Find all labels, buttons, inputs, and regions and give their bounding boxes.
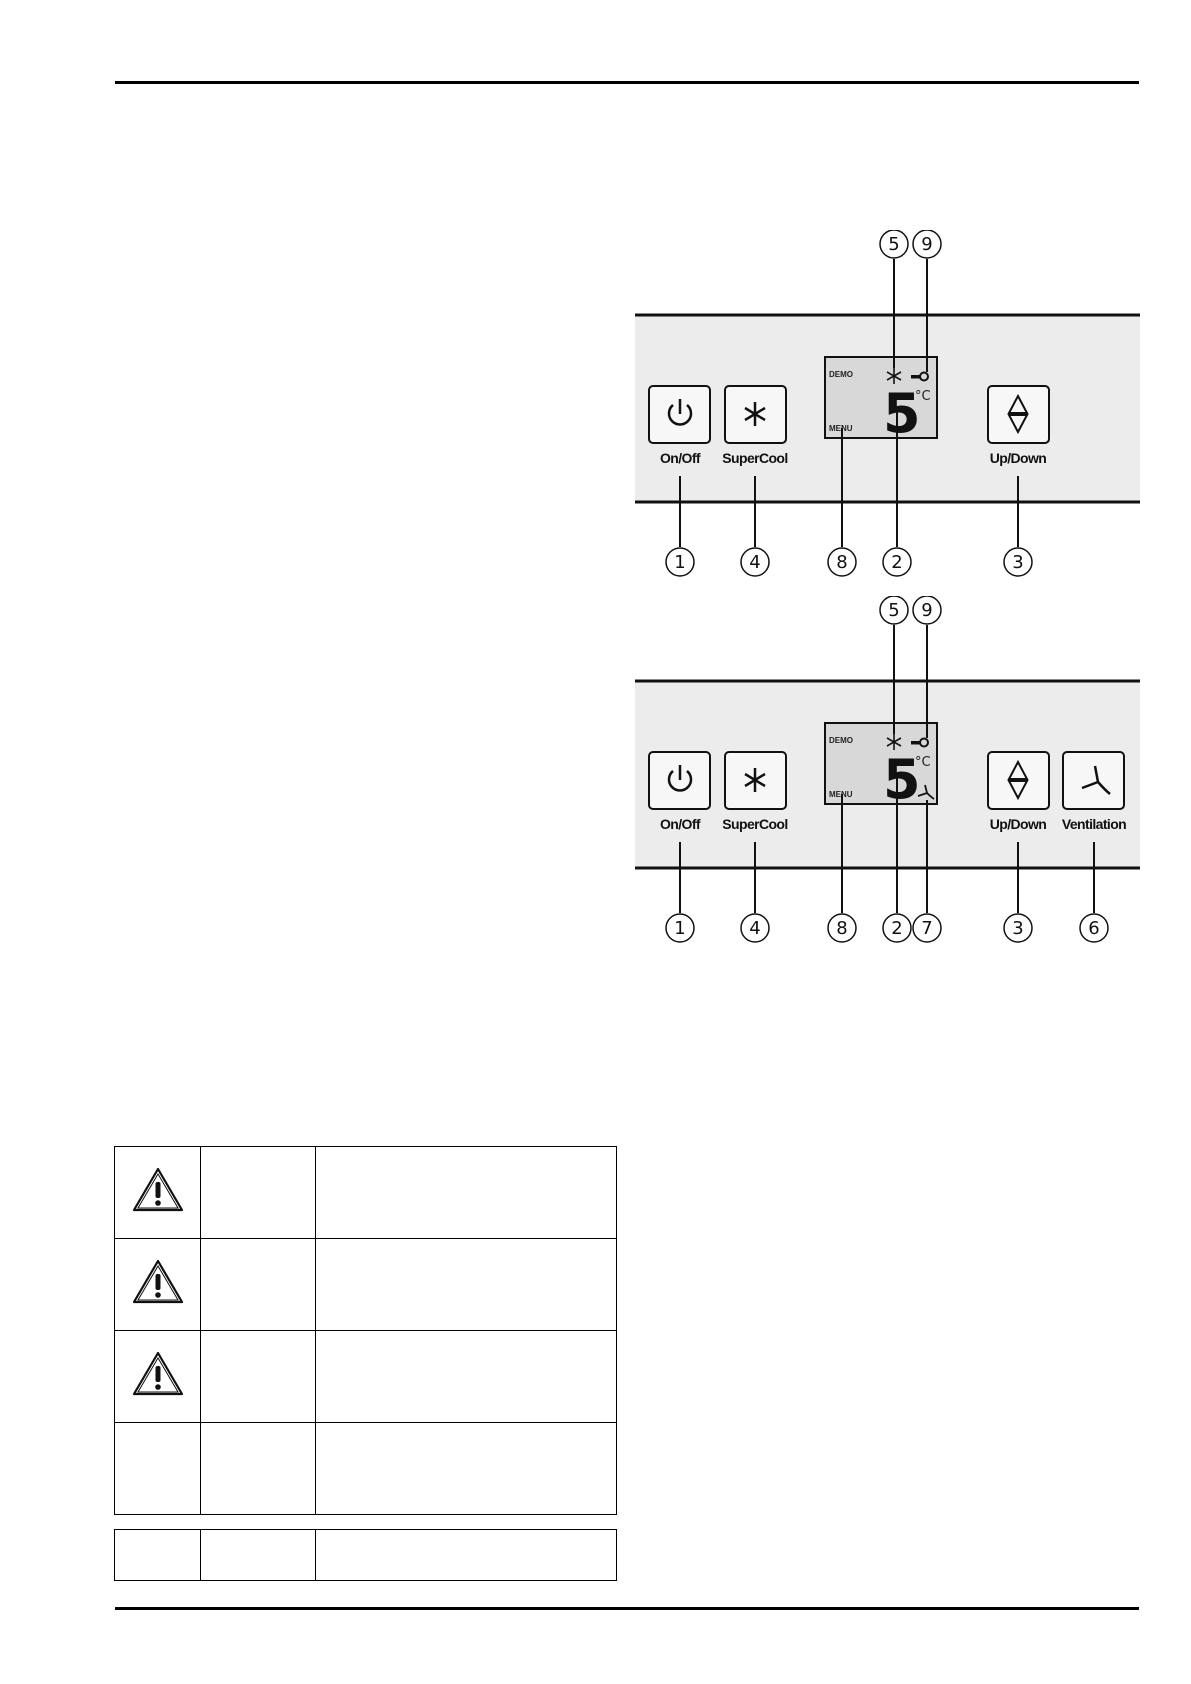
snowflake-icon <box>886 368 902 384</box>
callout-8: 8 <box>827 547 857 577</box>
power-icon <box>667 399 693 426</box>
ventilation-label: Ventilation <box>1062 816 1126 832</box>
svg-text:9: 9 <box>921 600 932 621</box>
callout-1: 1 <box>665 913 695 943</box>
callout-2: 2 <box>882 913 912 943</box>
svg-text:3: 3 <box>1012 552 1023 573</box>
callout-2: 2 <box>882 547 912 577</box>
warning-triangle-icon <box>132 1167 183 1212</box>
power-icon <box>667 765 693 792</box>
lcd-menu-label: MENU <box>829 424 853 433</box>
lcd-display: DEMO MENU 5 °C <box>824 722 938 811</box>
svg-text:1: 1 <box>674 552 685 573</box>
table-cell-signal-word <box>200 1529 316 1581</box>
svg-text:3: 3 <box>1012 918 1023 939</box>
on-off-label: On/Off <box>660 816 701 832</box>
table-cell-description <box>315 1238 617 1331</box>
table-cell-symbol <box>114 1330 201 1423</box>
svg-text:4: 4 <box>749 552 760 573</box>
lcd-demo-label: DEMO <box>829 370 853 379</box>
callout-5: 5 <box>879 596 909 625</box>
key-lock-icon <box>911 737 929 748</box>
temperature-digit: 5 <box>883 382 921 445</box>
callout-9: 9 <box>912 596 942 625</box>
table-row <box>114 1422 617 1515</box>
callout-4: 4 <box>740 547 770 577</box>
table-row <box>114 1529 617 1581</box>
fan-icon <box>917 784 935 800</box>
table-row <box>114 1238 617 1331</box>
svg-text:6: 6 <box>1088 918 1099 939</box>
hazard-symbols-table <box>114 1146 617 1515</box>
supercool-button[interactable] <box>724 385 787 444</box>
snowflake-icon <box>744 402 766 426</box>
on-off-button[interactable] <box>648 385 711 444</box>
table-cell-description <box>315 1422 617 1515</box>
callout-7: 7 <box>912 913 942 943</box>
table-cell-symbol <box>114 1146 201 1239</box>
table-cell-signal-word <box>200 1146 316 1239</box>
supercool-label: SuperCool <box>722 816 787 832</box>
callout-3: 3 <box>1003 547 1033 577</box>
header-rule <box>115 81 1139 84</box>
table-cell-signal-word <box>200 1330 316 1423</box>
table-cell-signal-word <box>200 1238 316 1331</box>
svg-text:5: 5 <box>888 600 899 621</box>
table-row <box>114 1146 617 1239</box>
control-panel-diagram-ventilation: On/Off SuperCool DEMO MENU 5 °C <box>635 596 1140 943</box>
supercool-button[interactable] <box>724 751 787 810</box>
table-cell-description <box>315 1330 617 1423</box>
svg-text:1: 1 <box>674 918 685 939</box>
table-cell-description <box>315 1529 617 1581</box>
table-row <box>114 1330 617 1423</box>
up-down-arrow-icon <box>1007 759 1029 801</box>
table-cell-symbol <box>114 1529 201 1581</box>
svg-text:2: 2 <box>891 918 902 939</box>
lcd-display: DEMO MENU 5 °C <box>824 356 938 445</box>
table-cell-signal-word <box>200 1422 316 1515</box>
callout-8: 8 <box>827 913 857 943</box>
on-off-label: On/Off <box>660 450 701 466</box>
fan-icon <box>1081 765 1111 795</box>
up-down-button[interactable] <box>987 385 1050 444</box>
svg-text:4: 4 <box>749 918 760 939</box>
temperature-digit: 5 <box>883 748 921 811</box>
control-panel-diagram-basic: On/Off SuperCool DEMO MENU 5 °C <box>635 230 1140 577</box>
callout-9: 9 <box>912 230 942 259</box>
callout-4: 4 <box>740 913 770 943</box>
table-cell-symbol <box>114 1422 201 1515</box>
warning-triangle-icon <box>132 1259 183 1304</box>
up-down-label: Up/Down <box>990 816 1047 832</box>
callout-1: 1 <box>665 547 695 577</box>
temperature-unit: °C <box>915 389 931 404</box>
leader-lines <box>679 259 1019 547</box>
up-down-arrow-icon <box>1007 393 1029 435</box>
callout-3: 3 <box>1003 913 1033 943</box>
svg-text:8: 8 <box>836 552 847 573</box>
footer-rule <box>115 1607 1139 1610</box>
ventilation-button[interactable] <box>1062 751 1125 810</box>
key-lock-icon <box>911 371 929 382</box>
lcd-demo-label: DEMO <box>829 736 853 745</box>
svg-text:5: 5 <box>888 234 899 255</box>
on-off-button[interactable] <box>648 751 711 810</box>
up-down-button[interactable] <box>987 751 1050 810</box>
callout-6: 6 <box>1079 913 1109 943</box>
lcd-menu-label: MENU <box>829 790 853 799</box>
supercool-label: SuperCool <box>722 450 787 466</box>
svg-text:9: 9 <box>921 234 932 255</box>
table-cell-symbol <box>114 1238 201 1331</box>
note-table <box>114 1529 617 1581</box>
table-cell-description <box>315 1146 617 1239</box>
snowflake-icon <box>744 768 766 792</box>
up-down-label: Up/Down <box>990 450 1047 466</box>
callout-5: 5 <box>879 230 909 259</box>
svg-text:7: 7 <box>921 918 932 939</box>
svg-text:8: 8 <box>836 918 847 939</box>
svg-text:2: 2 <box>891 552 902 573</box>
leader-lines <box>679 625 1095 913</box>
snowflake-icon <box>886 734 902 750</box>
temperature-unit: °C <box>915 755 931 770</box>
warning-triangle-icon <box>132 1351 183 1396</box>
